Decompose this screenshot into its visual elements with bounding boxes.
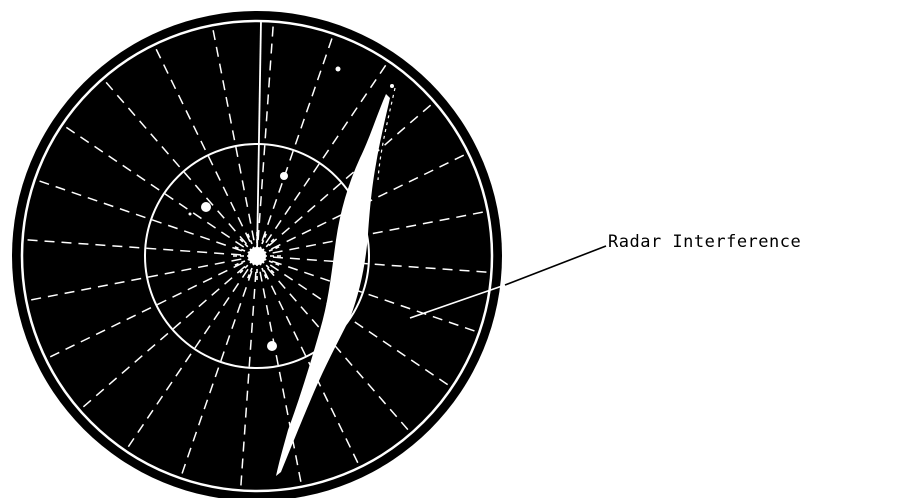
target-blip xyxy=(336,67,341,72)
callout-leader-line xyxy=(505,246,606,285)
target-blip xyxy=(390,84,394,88)
center-cluster xyxy=(233,232,281,280)
target-blip xyxy=(267,341,277,351)
target-blip xyxy=(201,202,211,212)
radar-interference-label: Radar Interference xyxy=(608,232,801,252)
target-blip xyxy=(189,213,192,216)
target-blip xyxy=(280,172,288,180)
